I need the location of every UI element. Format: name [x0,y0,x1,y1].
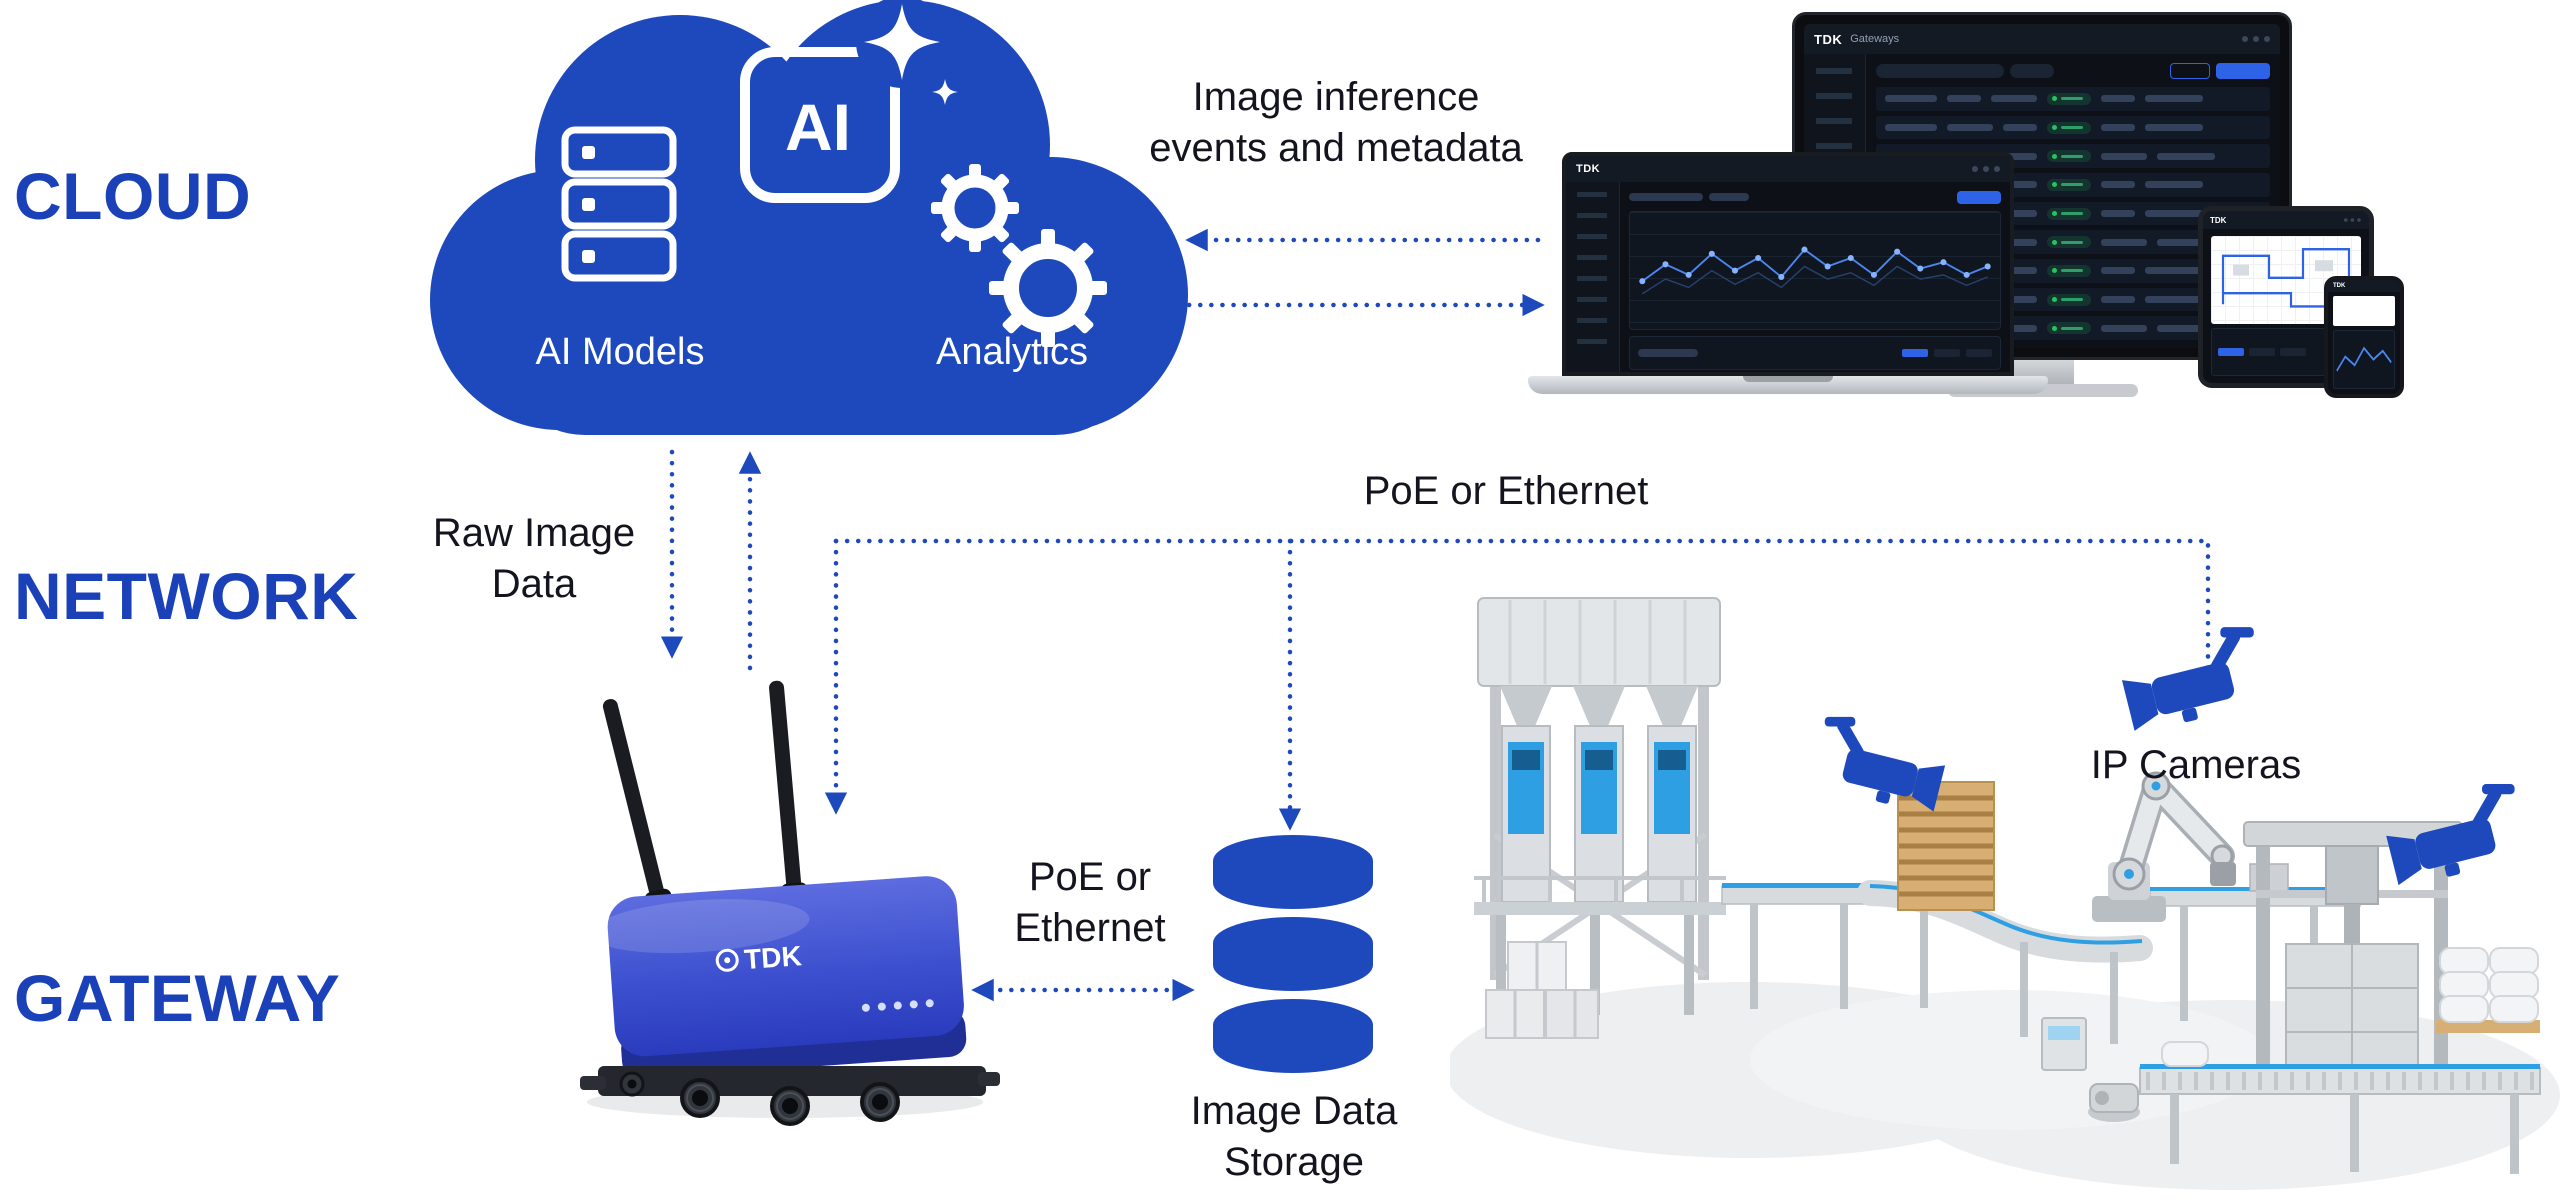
gantry-palletizer [2243,821,2463,1082]
camera-icon [2386,784,2515,890]
camera-icon [1824,716,1946,816]
server-stack-icon [561,126,677,282]
monitor-page-title: Gateways [1850,33,1900,45]
tdk-logo: TDK [2333,283,2346,289]
pump-unit [2088,1083,2140,1122]
monitor-toolbar [1876,62,2270,80]
ai-badge-icon: AI [740,0,958,203]
laptop-subpanel [1629,336,2001,371]
layer-label-cloud: CLOUD [14,159,252,233]
laptop-keyboard-deck [1528,376,2048,394]
image-inference-label: Image inference events and metadata [1149,75,1523,171]
laptop-topbar: TDK [1566,156,2010,182]
gear-large-icon [989,229,1107,347]
smartphone: TDK [2324,276,2404,398]
laptop-screen: TDK [1562,152,2014,376]
sack-pallet [2436,947,2540,1033]
router-connectors [619,1071,900,1126]
laptop-line-chart [1629,211,2001,331]
ai-models-label: AI Models [536,331,705,373]
pallet-stack [1897,781,1995,911]
search-field-stub [1876,64,2004,78]
tdk-logo: TDK [715,940,803,975]
ai-badge-text: AI [785,90,851,164]
image-data-storage-label: Image Data Storage [1190,1089,1398,1185]
gears-icon [931,164,1107,347]
control-cabinet [2041,1017,2087,1071]
raw-image-data-label: Raw Image Data [432,511,636,607]
monitor-topbar: TDK Gateways [1804,24,2280,54]
chart-series-primary [2336,346,2392,372]
poe-ethernet-storage-label: PoE or Ethernet [1014,855,1166,951]
laptop: TDK [1528,152,2048,396]
database-icon [1213,835,1373,1073]
cloud-shape: AI [430,0,1188,435]
phone-chart [2333,330,2395,389]
router-antenna-left [602,699,676,922]
laptop-main [1620,182,2010,372]
sparkle-small-icon [932,79,958,105]
layer-label-gateway: GATEWAY [14,961,341,1035]
floorplan-block [2315,260,2333,272]
router-body: TDK [590,876,967,1079]
router-antenna-right [769,680,810,914]
phone-panel [2333,296,2395,326]
factory-illustration [1450,597,2560,1190]
phone-topbar: TDK [2328,280,2400,292]
ghost-button-stub [2170,63,2210,79]
bagging-machines [1501,725,1697,903]
laptop-header [1629,189,2001,205]
laptop-sidebar [1566,182,1620,372]
poe-ethernet-top-label: PoE or Ethernet [1363,469,1649,513]
gateway-router: TDK [580,680,1000,1126]
layer-label-network: NETWORK [14,559,359,633]
primary-button-stub [1957,190,2001,204]
chart-series-primary [1639,246,1991,285]
status-leds [861,999,934,1012]
analytics-label: Analytics [936,331,1088,373]
ip-cameras-label: IP Cameras [2090,743,2302,787]
table-row [1876,115,2270,140]
topbar-icons [2264,36,2270,42]
floorplan-path [2221,247,2351,308]
tdk-logo: TDK [1814,31,1843,47]
sparkle-icon [864,4,940,80]
topbar-icons [2357,218,2361,222]
table-row [1876,87,2270,111]
gear-small-icon [931,164,1019,252]
floorplan-block [2233,264,2249,276]
tablet-topbar: TDK [2203,211,2369,229]
crate-stack-left [1485,941,1599,1039]
output-conveyor [2139,1041,2541,1174]
tdk-logo: TDK [1576,163,1601,175]
topbar-icons [1994,166,2000,172]
svg-text:TDK: TDK [743,940,803,975]
primary-button-stub [2216,63,2270,79]
camera-icon [2121,627,2254,735]
tdk-logo: TDK [2210,215,2227,225]
